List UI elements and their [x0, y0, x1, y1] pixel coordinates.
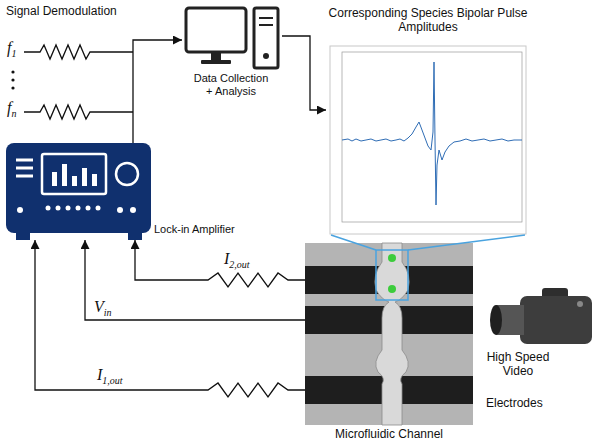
camera-body	[520, 296, 592, 344]
symbol: I	[97, 366, 102, 383]
signal-plot	[330, 46, 526, 234]
tower-slot	[259, 17, 273, 19]
knob	[116, 163, 138, 185]
plot-node: Corresponding Species Bipolar Pulse Ampl…	[326, 6, 530, 234]
particle	[388, 254, 396, 262]
frequency-label: fn	[5, 98, 18, 120]
screen-bar	[92, 174, 97, 186]
ellipsis-dots	[11, 70, 14, 89]
symbol: f	[7, 99, 11, 116]
channel	[375, 243, 409, 425]
node-text: Lock-in Amplifier	[154, 223, 254, 236]
channel-node: Microfluidic Channel	[305, 243, 475, 443]
section-title: Signal Demodulation	[6, 4, 117, 18]
subscript: 1	[11, 48, 16, 59]
signal-name: I1,out	[95, 365, 125, 387]
dot	[11, 86, 14, 89]
node-text: Corresponding Species Bipolar Pulse Ampl…	[328, 6, 528, 35]
symbol: V	[94, 298, 104, 315]
micrograph-ground	[305, 243, 473, 425]
plot-frame	[330, 46, 526, 234]
lock-in-node: Lock-in Amplifier	[6, 143, 256, 240]
amplifier-body	[6, 143, 151, 233]
plot-axes	[342, 52, 522, 222]
signal-name: I2,out	[222, 249, 252, 271]
computer-icon	[186, 8, 278, 68]
button	[76, 206, 81, 211]
power-button	[263, 53, 269, 59]
monitor-base	[201, 60, 231, 64]
symbol: I	[224, 250, 229, 267]
button	[86, 206, 91, 211]
monitor-neck	[211, 52, 221, 60]
button	[117, 207, 123, 213]
subscript: 2,out	[229, 259, 249, 270]
subscript: n	[11, 108, 16, 119]
resistor-wire	[24, 45, 133, 59]
menu-line	[16, 175, 33, 178]
lens-front	[490, 305, 502, 335]
signal-name: Vin	[92, 297, 114, 319]
button	[96, 206, 101, 211]
demod-wires	[24, 45, 133, 119]
screen	[42, 154, 106, 194]
button	[17, 207, 23, 213]
zoom-box	[376, 250, 408, 300]
lock-in-icon	[6, 143, 151, 240]
screen-bar	[82, 168, 87, 186]
zoom-line	[331, 235, 376, 250]
screen-bar	[62, 164, 67, 186]
channel-micrograph	[305, 243, 473, 425]
screen-bar	[52, 172, 57, 186]
pulse-trace	[342, 62, 522, 205]
resistor-wire	[24, 105, 133, 119]
node-text: Microfluidic Channel	[305, 427, 473, 441]
dot	[11, 78, 14, 81]
symbol: f	[7, 39, 11, 56]
node-text: High Speed Video	[478, 350, 558, 379]
camera-icon	[490, 288, 592, 344]
node-text: Data Collection + Analysis	[190, 72, 272, 98]
menu-line	[16, 159, 33, 162]
button	[66, 206, 71, 211]
signal-wire	[35, 240, 305, 397]
signal-wire	[85, 240, 305, 320]
part-label: Electrodes	[486, 396, 543, 410]
dot	[11, 70, 14, 73]
button	[56, 206, 61, 211]
button-row	[17, 206, 136, 214]
button	[46, 206, 51, 211]
subscript: 1,out	[102, 375, 122, 386]
particle	[388, 285, 396, 293]
screen-bar	[72, 176, 77, 186]
monitor	[186, 8, 246, 52]
tower-slot	[259, 24, 273, 26]
frequency-label: f1	[5, 38, 18, 60]
signal-wire	[133, 40, 182, 143]
signal-wire	[282, 36, 326, 110]
tower	[254, 8, 278, 68]
zoom-line	[408, 235, 525, 250]
computer-node: Data Collection + Analysis	[182, 4, 282, 100]
camera-node: High Speed Video	[478, 288, 596, 381]
subscript: in	[104, 307, 112, 318]
camera-button	[577, 301, 583, 307]
button	[130, 207, 136, 213]
menu-line	[16, 167, 33, 170]
signal-wire	[135, 240, 305, 287]
